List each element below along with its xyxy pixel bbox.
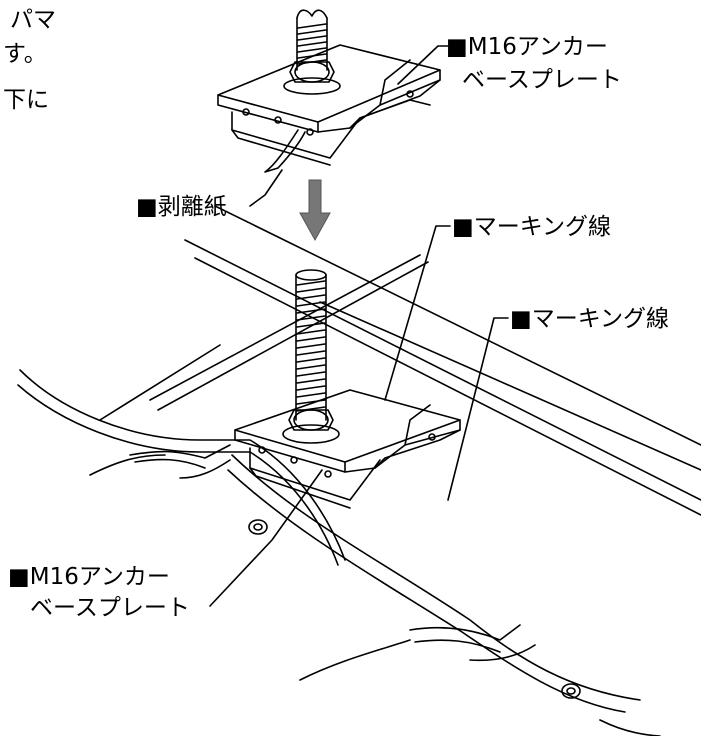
lower-anchor-bolt	[282, 269, 340, 444]
tile-screw-holes	[248, 519, 581, 699]
down-arrow-icon	[299, 179, 331, 242]
roof-tile-lower	[227, 454, 661, 736]
label-upper-anchor-plate-line2: ベースプレート	[462, 67, 622, 93]
release-paper-strip	[264, 129, 306, 173]
roof-tile-left	[17, 369, 346, 566]
label-marking-line-1: ■マーキング線	[452, 214, 612, 240]
leader-lines	[209, 45, 509, 607]
lower-anchor-base-plate	[234, 389, 461, 509]
label-release-paper: ■剥離紙	[136, 194, 227, 220]
label-lower-anchor-plate-line2: ベースプレート	[30, 595, 190, 621]
body-text-fragment-1: パマ	[10, 7, 56, 33]
upper-anchor-bolt	[283, 9, 341, 95]
body-text-fragment-2: す。	[3, 41, 47, 67]
roof-structure-lines	[99, 205, 701, 516]
body-text-fragment-3: 下に	[3, 87, 49, 113]
label-lower-anchor-plate-line1: ■M16アンカー	[8, 564, 170, 590]
label-upper-anchor-plate-line1: ■M16アンカー	[446, 34, 608, 60]
label-marking-line-2: ■マーキング線	[510, 306, 670, 332]
